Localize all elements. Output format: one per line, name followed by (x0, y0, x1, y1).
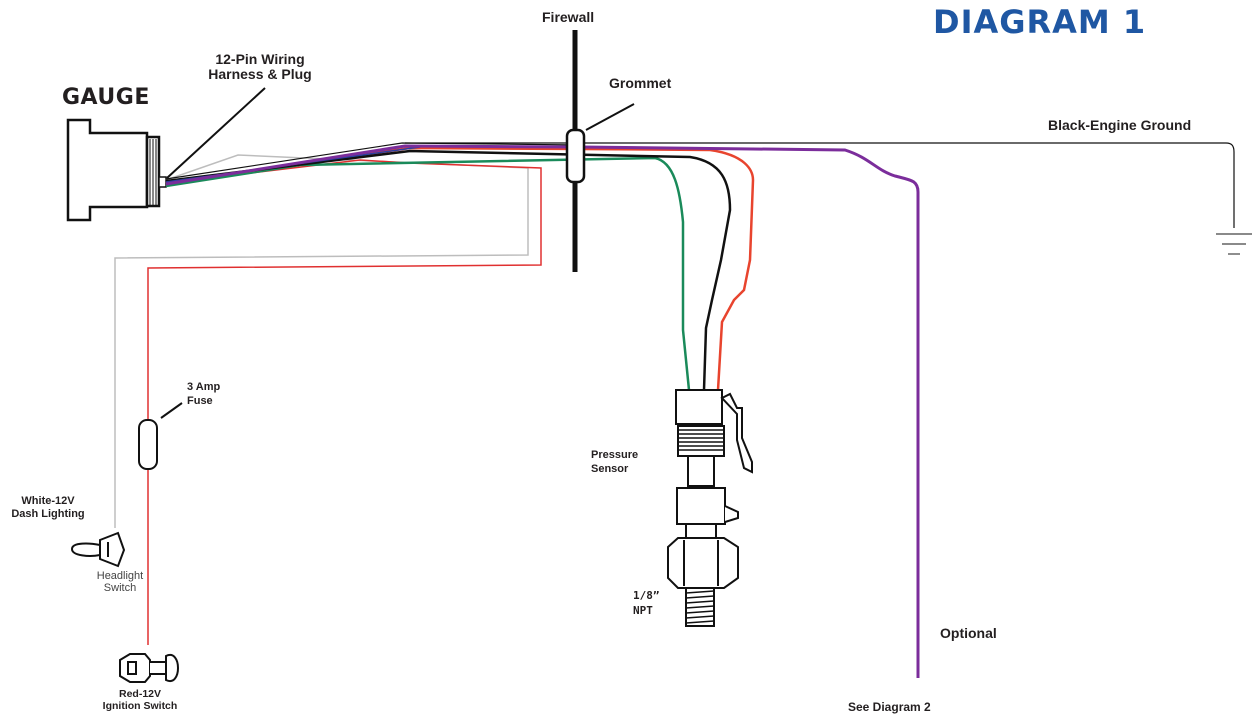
harness-label: 12-Pin Wiring Harness & Plug (190, 52, 330, 82)
harness-label-line1: 12-Pin Wiring (215, 51, 305, 67)
red-ignition-wire (147, 159, 542, 645)
headlight-switch-line2: Switch (103, 582, 137, 594)
ignition-switch-label: Red-12V Ignition Switch (90, 688, 190, 712)
pressure-sensor-line1: Pressure (591, 449, 639, 461)
pressure-sensor-label: Pressure Sensor (591, 448, 638, 476)
npt-label: 1/8” NPT (633, 588, 660, 618)
ground-label: Black-Engine Ground (1048, 117, 1192, 133)
ignition-switch-line2: Ignition Switch (102, 700, 178, 712)
dash-lighting-line1: White-12V (21, 495, 75, 507)
ignition-key-icon (119, 653, 179, 683)
grommet-icon (565, 128, 586, 184)
green-wire (165, 156, 691, 391)
npt-label-line1: 1/8” (633, 589, 660, 602)
grommet-label: Grommet (609, 75, 672, 91)
headlight-switch-icon (70, 531, 126, 568)
fuse-leader-line (160, 402, 183, 419)
optional-label: Optional (940, 625, 997, 641)
dash-lighting-line2: Dash Lighting (11, 508, 85, 520)
ground-wire (405, 142, 1235, 228)
harness-label-line2: Harness & Plug (208, 66, 312, 82)
fuse-label-line1: 3 Amp (187, 381, 221, 393)
ignition-switch-line1: Red-12V (118, 688, 161, 700)
gauge-body-icon (66, 118, 167, 222)
white-wire (114, 154, 529, 528)
ground-symbol-icon (1216, 233, 1252, 255)
headlight-switch-label: Headlight Switch (70, 570, 170, 594)
diagram-title: DIAGRAM 1 (933, 3, 1147, 41)
gauge-label: GAUGE (62, 85, 150, 110)
pressure-sensor-line2: Sensor (591, 463, 629, 475)
black-sensor-wire (165, 149, 732, 391)
headlight-switch-line1: Headlight (96, 570, 144, 582)
black-outline-wire (165, 142, 581, 180)
dash-lighting-label: White-12V Dash Lighting (3, 495, 93, 521)
pressure-sensor-icon (667, 389, 753, 627)
purple-wire (165, 144, 920, 678)
fuse-label: 3 Amp Fuse (187, 380, 220, 408)
red-sensor-wire (165, 146, 755, 391)
fuse-icon (138, 419, 158, 470)
harness-leader-line (166, 87, 266, 179)
firewall-label: Firewall (542, 9, 595, 25)
grommet-leader-line (585, 103, 635, 131)
npt-label-line2: NPT (633, 604, 653, 617)
fuse-label-line2: Fuse (187, 395, 213, 407)
see-diagram-label: See Diagram 2 (848, 700, 931, 714)
